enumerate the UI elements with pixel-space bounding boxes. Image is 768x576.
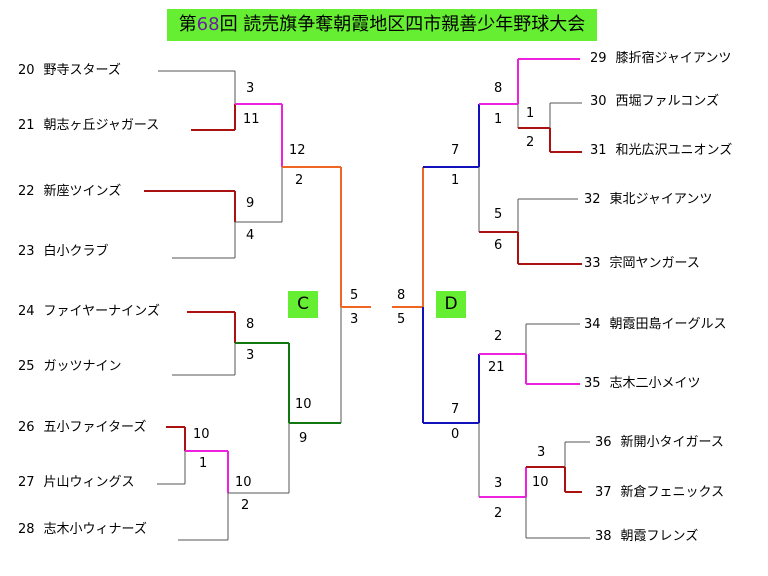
score: 1 — [526, 106, 535, 121]
team-number: 27 — [18, 475, 35, 490]
team-number: 28 — [18, 522, 35, 537]
score: 10 — [193, 427, 210, 442]
score: 7 — [451, 143, 460, 158]
score: 8 — [397, 288, 406, 303]
team-name: ガッツナイン — [43, 359, 122, 374]
team-number: 34 — [584, 317, 601, 332]
score: 3 — [350, 312, 359, 327]
title-prefix: 第 — [178, 14, 197, 35]
team-entry-36: 36 新開小タイガース — [595, 435, 724, 451]
team-number: 37 — [595, 485, 612, 500]
score: 4 — [246, 228, 255, 243]
team-name: 白小クラブ — [43, 244, 109, 259]
team-number: 25 — [18, 359, 35, 374]
score: 2 — [526, 135, 535, 150]
team-name: 新倉フェニックス — [620, 485, 725, 500]
score: 9 — [246, 196, 255, 211]
team-number: 30 — [590, 94, 607, 109]
team-entry-24: 24 ファイヤーナインズ — [18, 304, 160, 320]
team-name: 膝折宿ジャイアンツ — [615, 51, 732, 66]
team-name: ファイヤーナインズ — [43, 304, 160, 319]
team-name: 和光広沢ユニオンズ — [615, 143, 733, 158]
score: 1 — [199, 456, 208, 471]
team-entry-31: 31 和光広沢ユニオンズ — [590, 143, 732, 159]
score: 9 — [299, 431, 308, 446]
team-number: 20 — [18, 63, 35, 78]
team-name: 片山ウィングス — [43, 475, 135, 490]
block-label-c: C — [288, 291, 318, 318]
score: 10 — [295, 397, 312, 412]
score: 21 — [488, 360, 505, 375]
team-number: 22 — [18, 184, 35, 199]
team-name: 新開小タイガース — [620, 435, 724, 450]
team-entry-25: 25 ガッツナイン — [18, 359, 122, 375]
score: 3 — [246, 348, 255, 363]
score: 1 — [451, 173, 460, 188]
team-name: 西堀ファルコンズ — [615, 94, 720, 109]
team-entry-28: 28 志木小ウィナーズ — [18, 522, 147, 538]
team-entry-20: 20 野寺スターズ — [18, 63, 121, 79]
team-entry-27: 27 片山ウィングス — [18, 475, 135, 491]
team-entry-22: 22 新座ツインズ — [18, 184, 121, 200]
score: 2 — [241, 498, 250, 513]
team-entry-29: 29 膝折宿ジャイアンツ — [590, 51, 731, 67]
title-number: 68 — [196, 14, 220, 35]
score: 6 — [494, 238, 503, 253]
team-number: 32 — [584, 192, 601, 207]
team-number: 26 — [18, 420, 35, 435]
score: 10 — [235, 475, 252, 490]
team-number: 35 — [584, 376, 601, 391]
team-name: 朝霞田島イーグルス — [609, 317, 727, 332]
score: 5 — [350, 288, 359, 303]
score: 12 — [289, 143, 306, 158]
team-name: 五小ファイターズ — [43, 420, 147, 435]
team-entry-37: 37 新倉フェニックス — [595, 485, 724, 501]
team-entry-38: 38 朝霞フレンズ — [595, 529, 698, 545]
score: 2 — [494, 506, 503, 521]
score: 8 — [494, 81, 503, 96]
team-name: 東北ジャイアンツ — [609, 192, 713, 207]
score: 5 — [397, 312, 406, 327]
team-entry-30: 30 西堀ファルコンズ — [590, 94, 719, 110]
score: 7 — [451, 402, 460, 417]
score: 10 — [532, 475, 549, 490]
team-entry-34: 34 朝霞田島イーグルス — [584, 317, 727, 333]
score: 2 — [295, 173, 304, 188]
score: 0 — [451, 427, 460, 442]
team-number: 23 — [18, 244, 35, 259]
team-number: 24 — [18, 304, 35, 319]
team-number: 21 — [18, 118, 35, 133]
team-entry-35: 35 志木二小メイツ — [584, 376, 701, 392]
score: 5 — [494, 207, 503, 222]
team-entry-26: 26 五小ファイターズ — [18, 420, 146, 436]
team-name: 志木二小メイツ — [609, 376, 701, 391]
score: 8 — [246, 317, 255, 332]
team-number: 36 — [595, 435, 612, 450]
team-entry-32: 32 東北ジャイアンツ — [584, 192, 712, 208]
score: 3 — [246, 81, 255, 96]
team-name: 朝霞フレンズ — [620, 529, 699, 544]
score: 2 — [494, 329, 503, 344]
team-name: 朝志ヶ丘ジャガース — [43, 118, 160, 133]
score: 11 — [243, 112, 260, 127]
block-label-d: D — [436, 291, 466, 318]
score: 3 — [494, 476, 503, 491]
team-number: 38 — [595, 529, 612, 544]
team-entry-33: 33 宗岡ヤンガース — [584, 256, 700, 272]
tournament-title: 第68回 読売旗争奪朝霞地区四市親善少年野球大会 — [167, 9, 597, 41]
title-text: 回 読売旗争奪朝霞地区四市親善少年野球大会 — [219, 14, 586, 35]
team-name: 宗岡ヤンガース — [609, 256, 700, 271]
team-name: 新座ツインズ — [43, 184, 122, 199]
team-name: 志木小ウィナーズ — [43, 522, 147, 537]
team-name: 野寺スターズ — [43, 63, 121, 78]
team-number: 31 — [590, 143, 607, 158]
score: 3 — [537, 445, 546, 460]
score: 1 — [494, 112, 503, 127]
team-entry-23: 23 白小クラブ — [18, 244, 109, 260]
team-number: 29 — [590, 51, 607, 66]
team-entry-21: 21 朝志ヶ丘ジャガース — [18, 118, 159, 134]
team-number: 33 — [584, 256, 601, 271]
